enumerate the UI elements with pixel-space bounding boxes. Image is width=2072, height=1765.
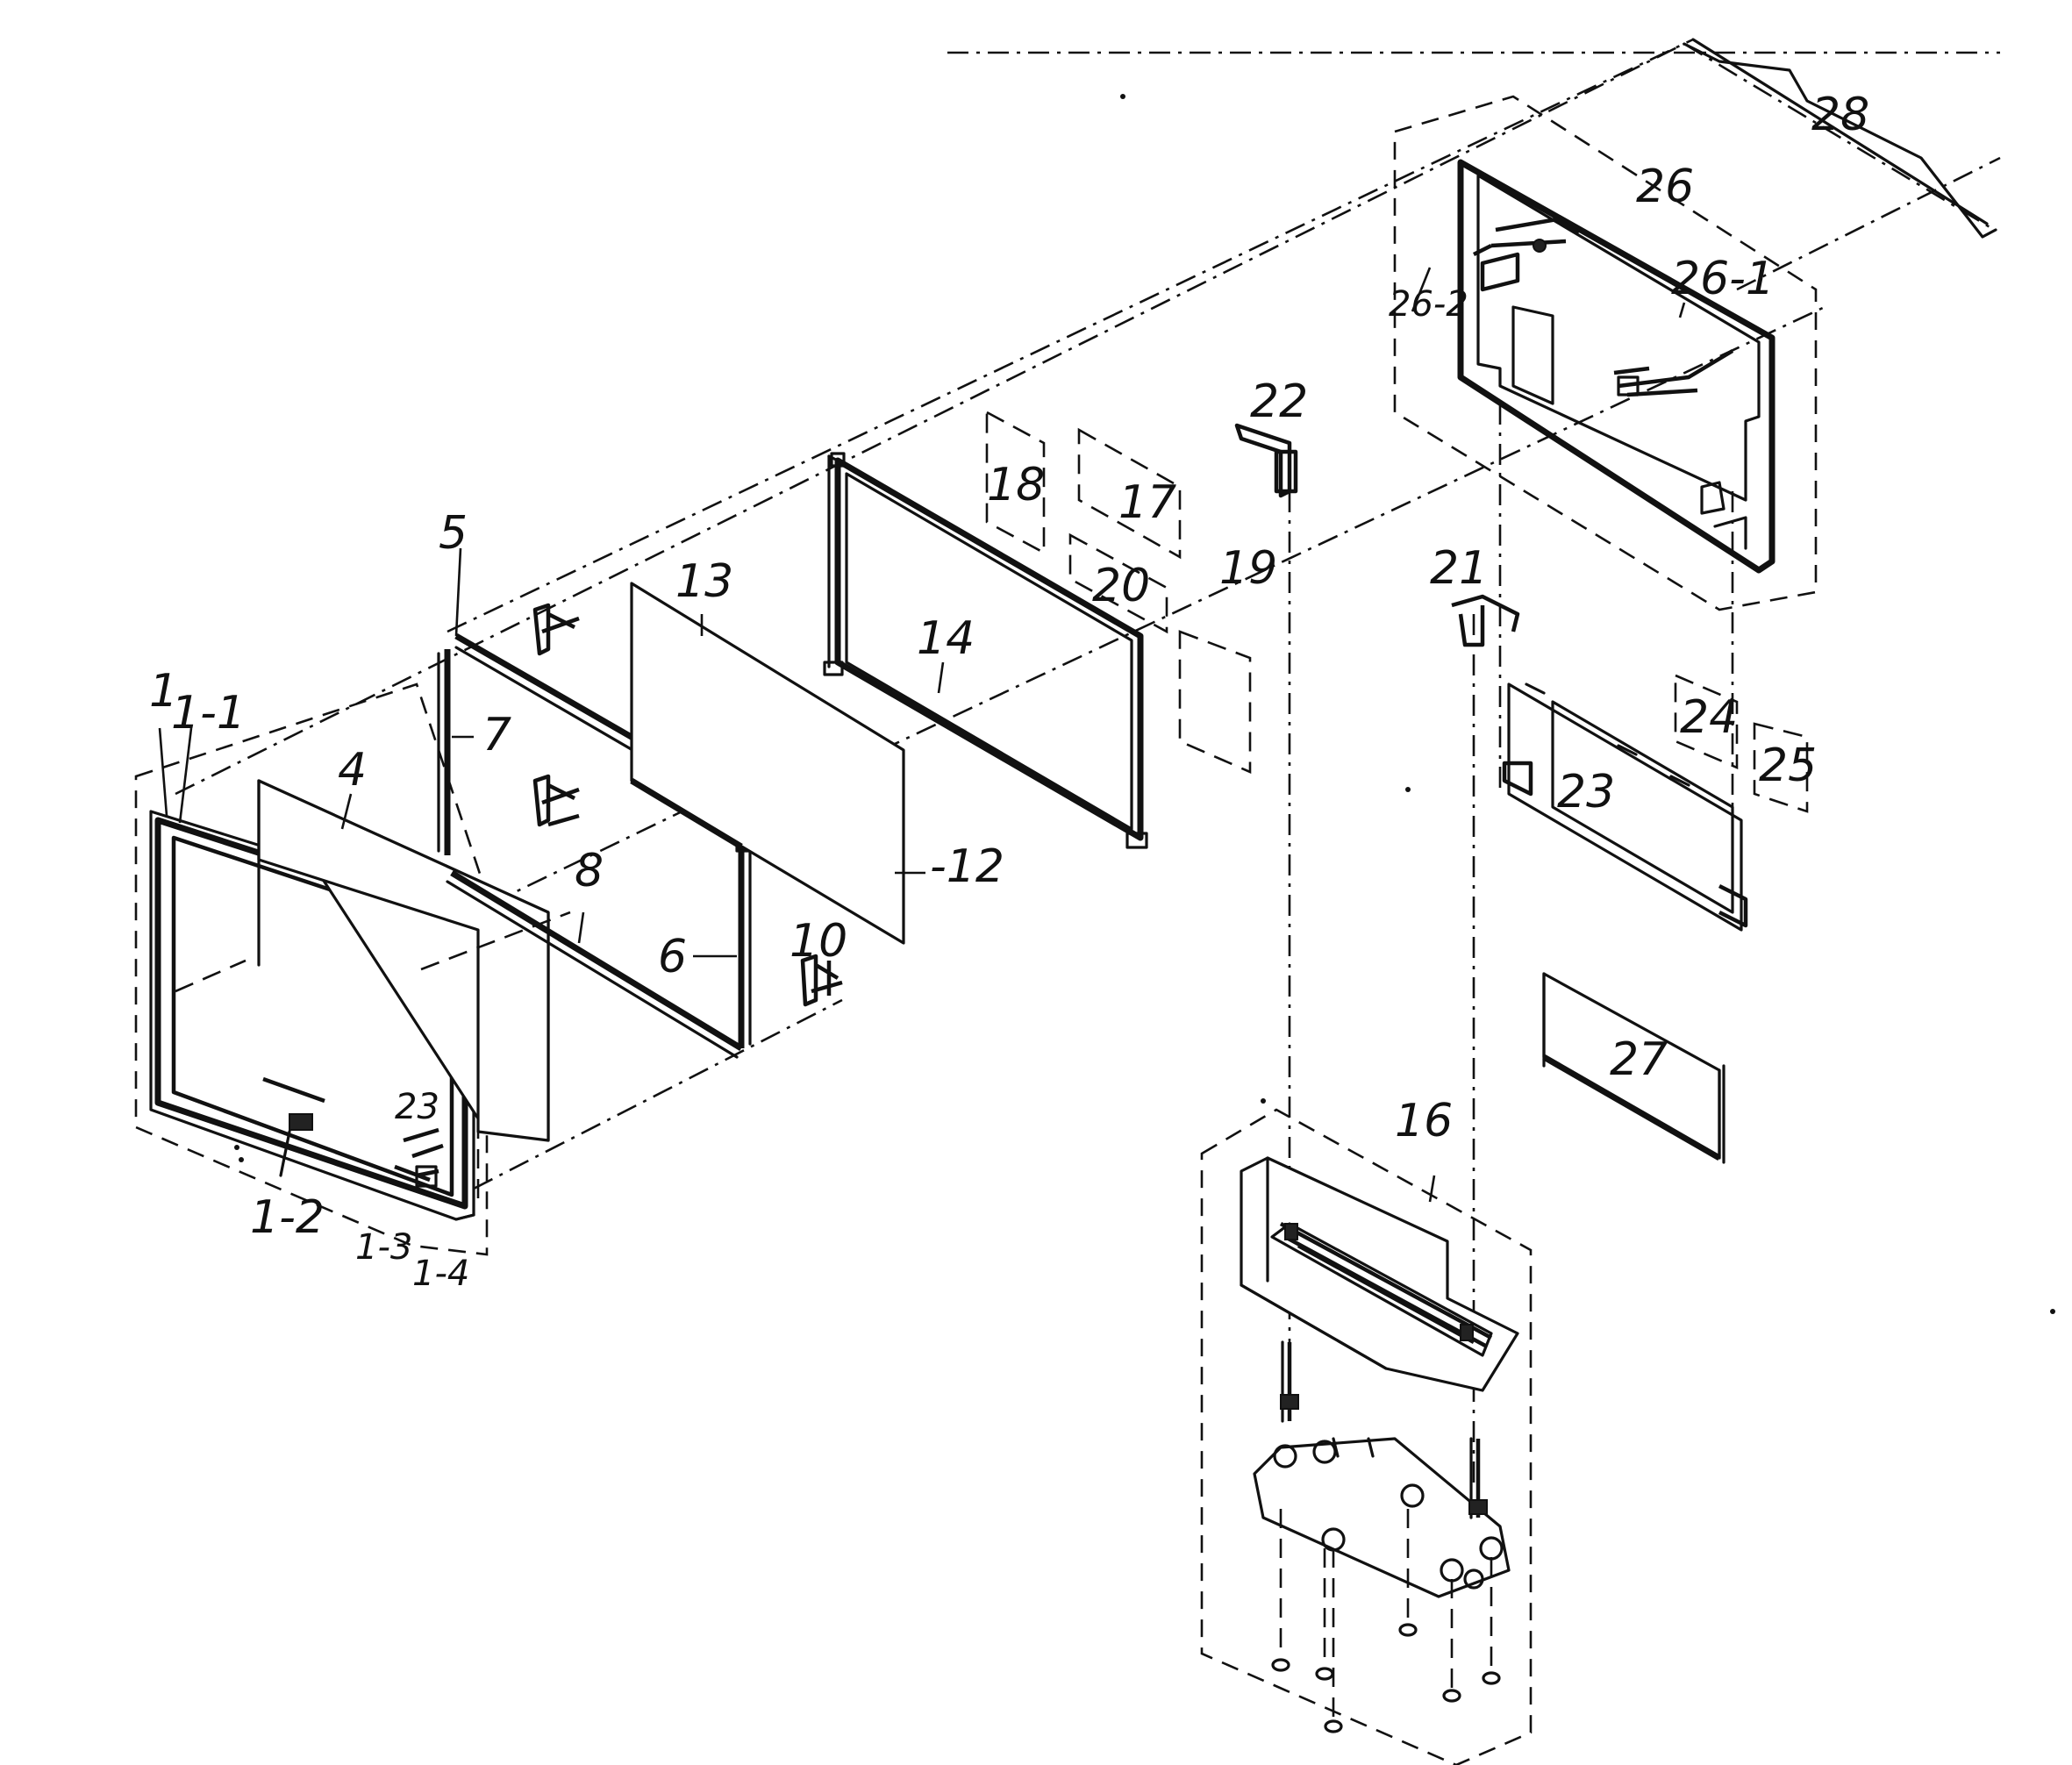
label-10: 10 [790,915,847,968]
screws [1271,1340,1501,1733]
label-8: 8 [575,845,604,897]
label-1-2: 1-2 [250,1191,325,1244]
frame-7-8 [437,649,754,1059]
label-1-4: 1-4 [412,1254,469,1294]
label-1: 1 [149,665,178,718]
label-7: 7 [482,709,511,761]
group-16-boundary [1200,1108,1533,1765]
stand-16 [1240,1156,1519,1392]
label-13: 13 [675,555,733,608]
label-4: 4 [338,744,367,797]
rear-frame-26 [1457,159,1775,574]
specks [234,94,2055,1314]
back-cover-28 [1683,38,1997,239]
parts-21-22 [1234,423,1520,647]
label-14: 14 [917,612,975,665]
label-5: 5 [439,507,468,560]
board-23 [1502,682,1748,932]
label-6: 6 [658,931,687,983]
group-1-boundary [134,682,489,1256]
sheet-13 [630,582,905,945]
label-27: 27 [1610,1033,1668,1086]
label-26: 26 [1636,161,1694,213]
label-25: 25 [1759,740,1817,792]
leader-lines [158,267,1686,1203]
label-1-3: 1-3 [355,1227,412,1268]
small-button-parts [394,1127,444,1188]
label-21: 21 [1430,542,1488,595]
group-26-boundary [1393,95,1818,611]
label-20: 20 [1092,560,1150,612]
parts-24-25 [1674,674,1809,813]
label-1-1: 1-1 [171,687,246,740]
part-labels: 1 1-1 1-2 1-3 1-4 23 4 5 6 7 8 10 -12 13… [149,89,1869,1294]
label-17: 17 [1118,476,1176,529]
label-22: 22 [1250,375,1308,428]
board-27 [1542,972,1725,1164]
label-24: 24 [1680,691,1738,744]
label-18: 18 [987,459,1045,511]
label-19: 19 [1219,542,1277,595]
chassis-14 [823,452,1148,849]
label-23-front: 23 [395,1087,439,1127]
label-26-1: 26-1 [1671,253,1775,305]
label-12: -12 [930,840,1004,893]
boards [985,410,1252,774]
label-26-2: 26-2 [1389,284,1468,325]
label-23: 23 [1557,766,1615,818]
panel-projection [175,911,571,1202]
label-28: 28 [1811,89,1869,141]
label-16: 16 [1395,1095,1453,1147]
